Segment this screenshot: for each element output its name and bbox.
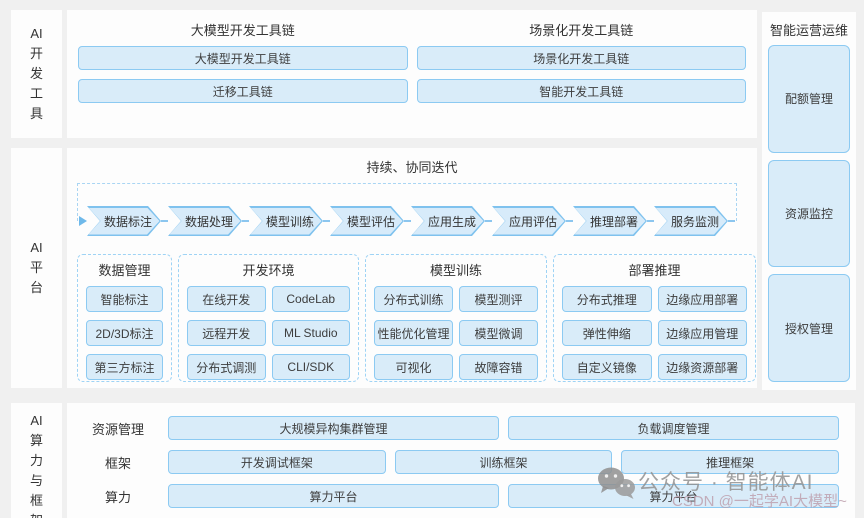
codelab-button[interactable]: CodeLab bbox=[271, 286, 350, 312]
pipeline-step-model-training: 模型训练 bbox=[249, 206, 323, 236]
pipeline-connector bbox=[566, 220, 573, 222]
group-title: 模型训练 bbox=[429, 263, 482, 278]
performance-optimization-button[interactable]: 性能优化管理 bbox=[374, 320, 453, 346]
model-evaluation-button[interactable]: 模型测评 bbox=[459, 286, 538, 312]
platform-panel: 持续、协同迭代 数据标注 数据处理 模型训练 模型评估 应用生成 应用评估 推理… bbox=[67, 148, 757, 388]
distributed-training-button[interactable]: 分布式训练 bbox=[374, 286, 453, 312]
side-label-ai-dev-tools: AI 开 发 工 具 bbox=[11, 10, 62, 138]
smart-annotation-button[interactable]: 智能标注 bbox=[86, 286, 163, 312]
edge-app-deploy-button[interactable]: 边缘应用部署 bbox=[657, 286, 747, 312]
inference-framework-button[interactable]: 推理框架 bbox=[621, 450, 840, 474]
edge-resource-deploy-button[interactable]: 边缘资源部署 bbox=[657, 354, 747, 380]
pipeline-connector bbox=[485, 220, 492, 222]
infra-row-resource-management: 资源管理 大规模异构集群管理 负载调度管理 bbox=[75, 416, 839, 440]
side-label-char: AI bbox=[30, 26, 43, 41]
infra-row-compute: 算力 算力平台 算力平台 bbox=[75, 484, 839, 508]
scenario-toolchain-button[interactable]: 场景化开发工具链 bbox=[416, 46, 746, 70]
infra-panel: 资源管理 大规模异构集群管理 负载调度管理 框架 开发调试框架 训练框架 推理框… bbox=[67, 403, 855, 518]
online-dev-button[interactable]: 在线开发 bbox=[187, 286, 266, 312]
pipeline-connector bbox=[647, 220, 654, 222]
side-label-ai-compute-framework: AI 算 力 与 框 架 bbox=[11, 403, 62, 518]
toolchain-column-large-model: 大模型开发工具链 大模型开发工具链 迁移工具链 bbox=[78, 20, 408, 138]
infra-row-label: 资源管理 bbox=[91, 421, 144, 437]
distributed-debug-button[interactable]: 分布式调测 bbox=[187, 354, 266, 380]
remote-dev-button[interactable]: 远程开发 bbox=[187, 320, 266, 346]
pipeline-step-data-processing: 数据处理 bbox=[168, 206, 242, 236]
compute-platform-button[interactable]: 算力平台 bbox=[508, 484, 839, 508]
pipeline-connector bbox=[404, 220, 411, 222]
side-label-char: 具 bbox=[29, 106, 43, 121]
pipeline-row: 数据标注 数据处理 模型训练 模型评估 应用生成 应用评估 推理部署 服务监测 bbox=[87, 206, 735, 236]
ml-studio-button[interactable]: ML Studio bbox=[271, 320, 350, 346]
infra-row-label: 框架 bbox=[104, 455, 131, 471]
iteration-title: 持续、协同迭代 bbox=[366, 160, 458, 175]
migration-toolchain-button[interactable]: 迁移工具链 bbox=[78, 79, 408, 103]
side-label-char: 与 bbox=[29, 473, 43, 488]
custom-image-button[interactable]: 自定义镜像 bbox=[562, 354, 652, 380]
ops-sidebar-title: 智能运营运维 bbox=[769, 23, 848, 38]
third-party-annotation-button[interactable]: 第三方标注 bbox=[86, 354, 163, 380]
compute-platform-button[interactable]: 算力平台 bbox=[168, 484, 499, 508]
authorization-management-button[interactable]: 授权管理 bbox=[768, 274, 850, 383]
pipeline-step-model-evaluation: 模型评估 bbox=[330, 206, 404, 236]
side-label-char: AI bbox=[30, 240, 43, 255]
pipeline-step-app-evaluation: 应用评估 bbox=[492, 206, 566, 236]
pipeline-step-data-annotation: 数据标注 bbox=[87, 206, 161, 236]
cli-sdk-button[interactable]: CLI/SDK bbox=[271, 354, 350, 380]
fault-tolerance-button[interactable]: 故障容错 bbox=[459, 354, 538, 380]
capability-groups-row: 数据管理 智能标注 2D/3D标注 第三方标注 开发环境 在线开发 CodeLa… bbox=[77, 254, 756, 382]
2d-3d-annotation-button[interactable]: 2D/3D标注 bbox=[86, 320, 163, 346]
tools-panel: 大模型开发工具链 大模型开发工具链 迁移工具链 场景化开发工具链 场景化开发工具… bbox=[67, 10, 757, 138]
large-model-toolchain-button[interactable]: 大模型开发工具链 bbox=[78, 46, 408, 70]
loop-arrowhead-icon bbox=[79, 216, 87, 226]
infra-row-label: 算力 bbox=[104, 489, 131, 505]
toolchain-column-scenario: 场景化开发工具链 场景化开发工具链 智能开发工具链 bbox=[416, 20, 746, 138]
elastic-scaling-button[interactable]: 弹性伸缩 bbox=[562, 320, 652, 346]
side-label-char: 开 bbox=[29, 46, 43, 61]
side-label-char: 台 bbox=[29, 280, 43, 295]
side-label-ai-platform: AI 平 台 bbox=[11, 148, 62, 388]
group-data-management: 数据管理 智能标注 2D/3D标注 第三方标注 bbox=[77, 254, 172, 382]
quota-management-button[interactable]: 配额管理 bbox=[768, 45, 850, 153]
training-framework-button[interactable]: 训练框架 bbox=[394, 450, 613, 474]
visualization-button[interactable]: 可视化 bbox=[374, 354, 453, 380]
pipeline-step-inference-deployment: 推理部署 bbox=[573, 206, 647, 236]
resource-monitoring-button[interactable]: 资源监控 bbox=[768, 159, 850, 268]
dev-debug-framework-button[interactable]: 开发调试框架 bbox=[168, 450, 386, 474]
iteration-loop-dashed-border bbox=[77, 183, 737, 221]
load-scheduling-management-button[interactable]: 负载调度管理 bbox=[508, 416, 839, 440]
toolchain-column-title: 场景化开发工具链 bbox=[529, 23, 634, 38]
group-model-training: 模型训练 分布式训练 模型测评 性能优化管理 模型微调 可视化 故障容错 bbox=[365, 254, 547, 382]
group-title: 部署推理 bbox=[628, 263, 681, 278]
pipeline-connector bbox=[728, 220, 735, 222]
toolchain-column-title: 大模型开发工具链 bbox=[190, 23, 295, 38]
heterogeneous-cluster-management-button[interactable]: 大规模异构集群管理 bbox=[168, 416, 499, 440]
pipeline-connector bbox=[242, 220, 249, 222]
smart-dev-toolchain-button[interactable]: 智能开发工具链 bbox=[416, 79, 746, 103]
side-label-char: 工 bbox=[29, 86, 43, 101]
side-label-char: 算 bbox=[29, 433, 43, 448]
side-label-char: 架 bbox=[30, 511, 43, 518]
pipeline-step-service-monitoring: 服务监测 bbox=[654, 206, 728, 236]
side-label-char: AI bbox=[30, 413, 43, 428]
model-finetune-button[interactable]: 模型微调 bbox=[459, 320, 538, 346]
side-label-char: 框 bbox=[29, 493, 43, 508]
pipeline-connector bbox=[323, 220, 330, 222]
distributed-inference-button[interactable]: 分布式推理 bbox=[562, 286, 652, 312]
edge-app-management-button[interactable]: 边缘应用管理 bbox=[657, 320, 747, 346]
pipeline-step-app-generation: 应用生成 bbox=[411, 206, 485, 236]
infra-row-frameworks: 框架 开发调试框架 训练框架 推理框架 bbox=[75, 450, 840, 474]
group-deploy-inference: 部署推理 分布式推理 边缘应用部署 弹性伸缩 边缘应用管理 自定义镜像 边缘资源… bbox=[553, 254, 756, 382]
pipeline-connector bbox=[161, 220, 168, 222]
side-label-char: 力 bbox=[29, 453, 43, 468]
group-title: 开发环境 bbox=[242, 263, 295, 278]
side-label-char: 平 bbox=[29, 260, 43, 275]
group-title: 数据管理 bbox=[98, 263, 151, 278]
group-dev-environment: 开发环境 在线开发 CodeLab 远程开发 ML Studio 分布式调测 C… bbox=[178, 254, 359, 382]
ops-sidebar: 智能运营运维 配额管理 资源监控 授权管理 bbox=[762, 12, 856, 390]
side-label-char: 发 bbox=[29, 66, 43, 81]
